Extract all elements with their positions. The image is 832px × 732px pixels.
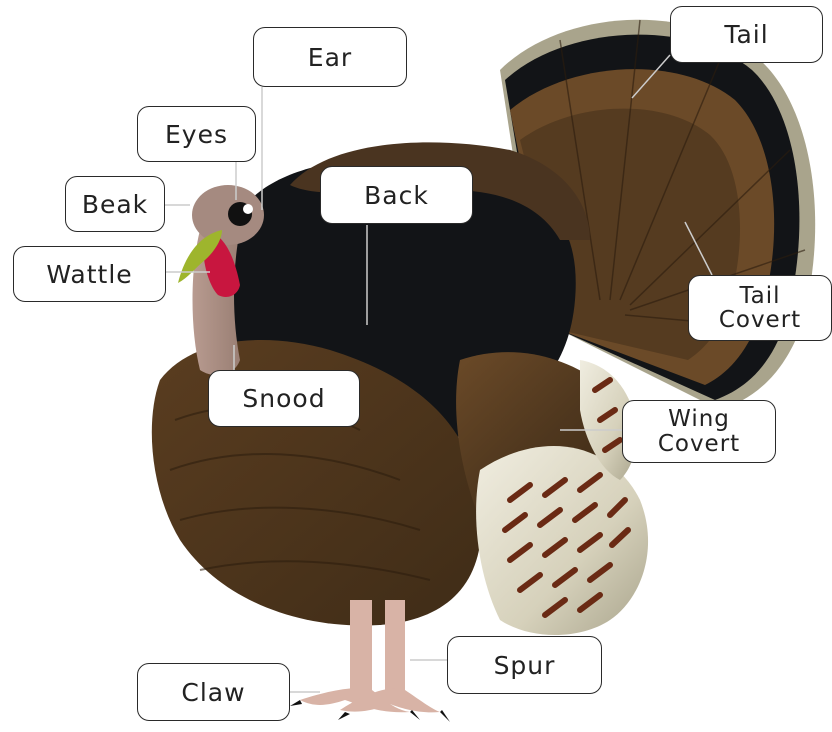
label-back: Back	[320, 166, 473, 224]
label-ear: Ear	[253, 27, 407, 87]
label-tail: Tail	[670, 6, 823, 63]
label-beak: Beak	[65, 176, 165, 232]
head	[192, 185, 264, 245]
label-claw: Claw	[137, 663, 290, 721]
label-tail-covert: Tail Covert	[688, 275, 832, 341]
label-spur: Spur	[447, 636, 602, 694]
eye-highlight	[243, 204, 253, 214]
label-wing-covert: Wing Covert	[622, 400, 776, 463]
label-wattle: Wattle	[13, 246, 166, 302]
label-snood: Snood	[208, 370, 360, 427]
label-eyes: Eyes	[137, 106, 256, 162]
